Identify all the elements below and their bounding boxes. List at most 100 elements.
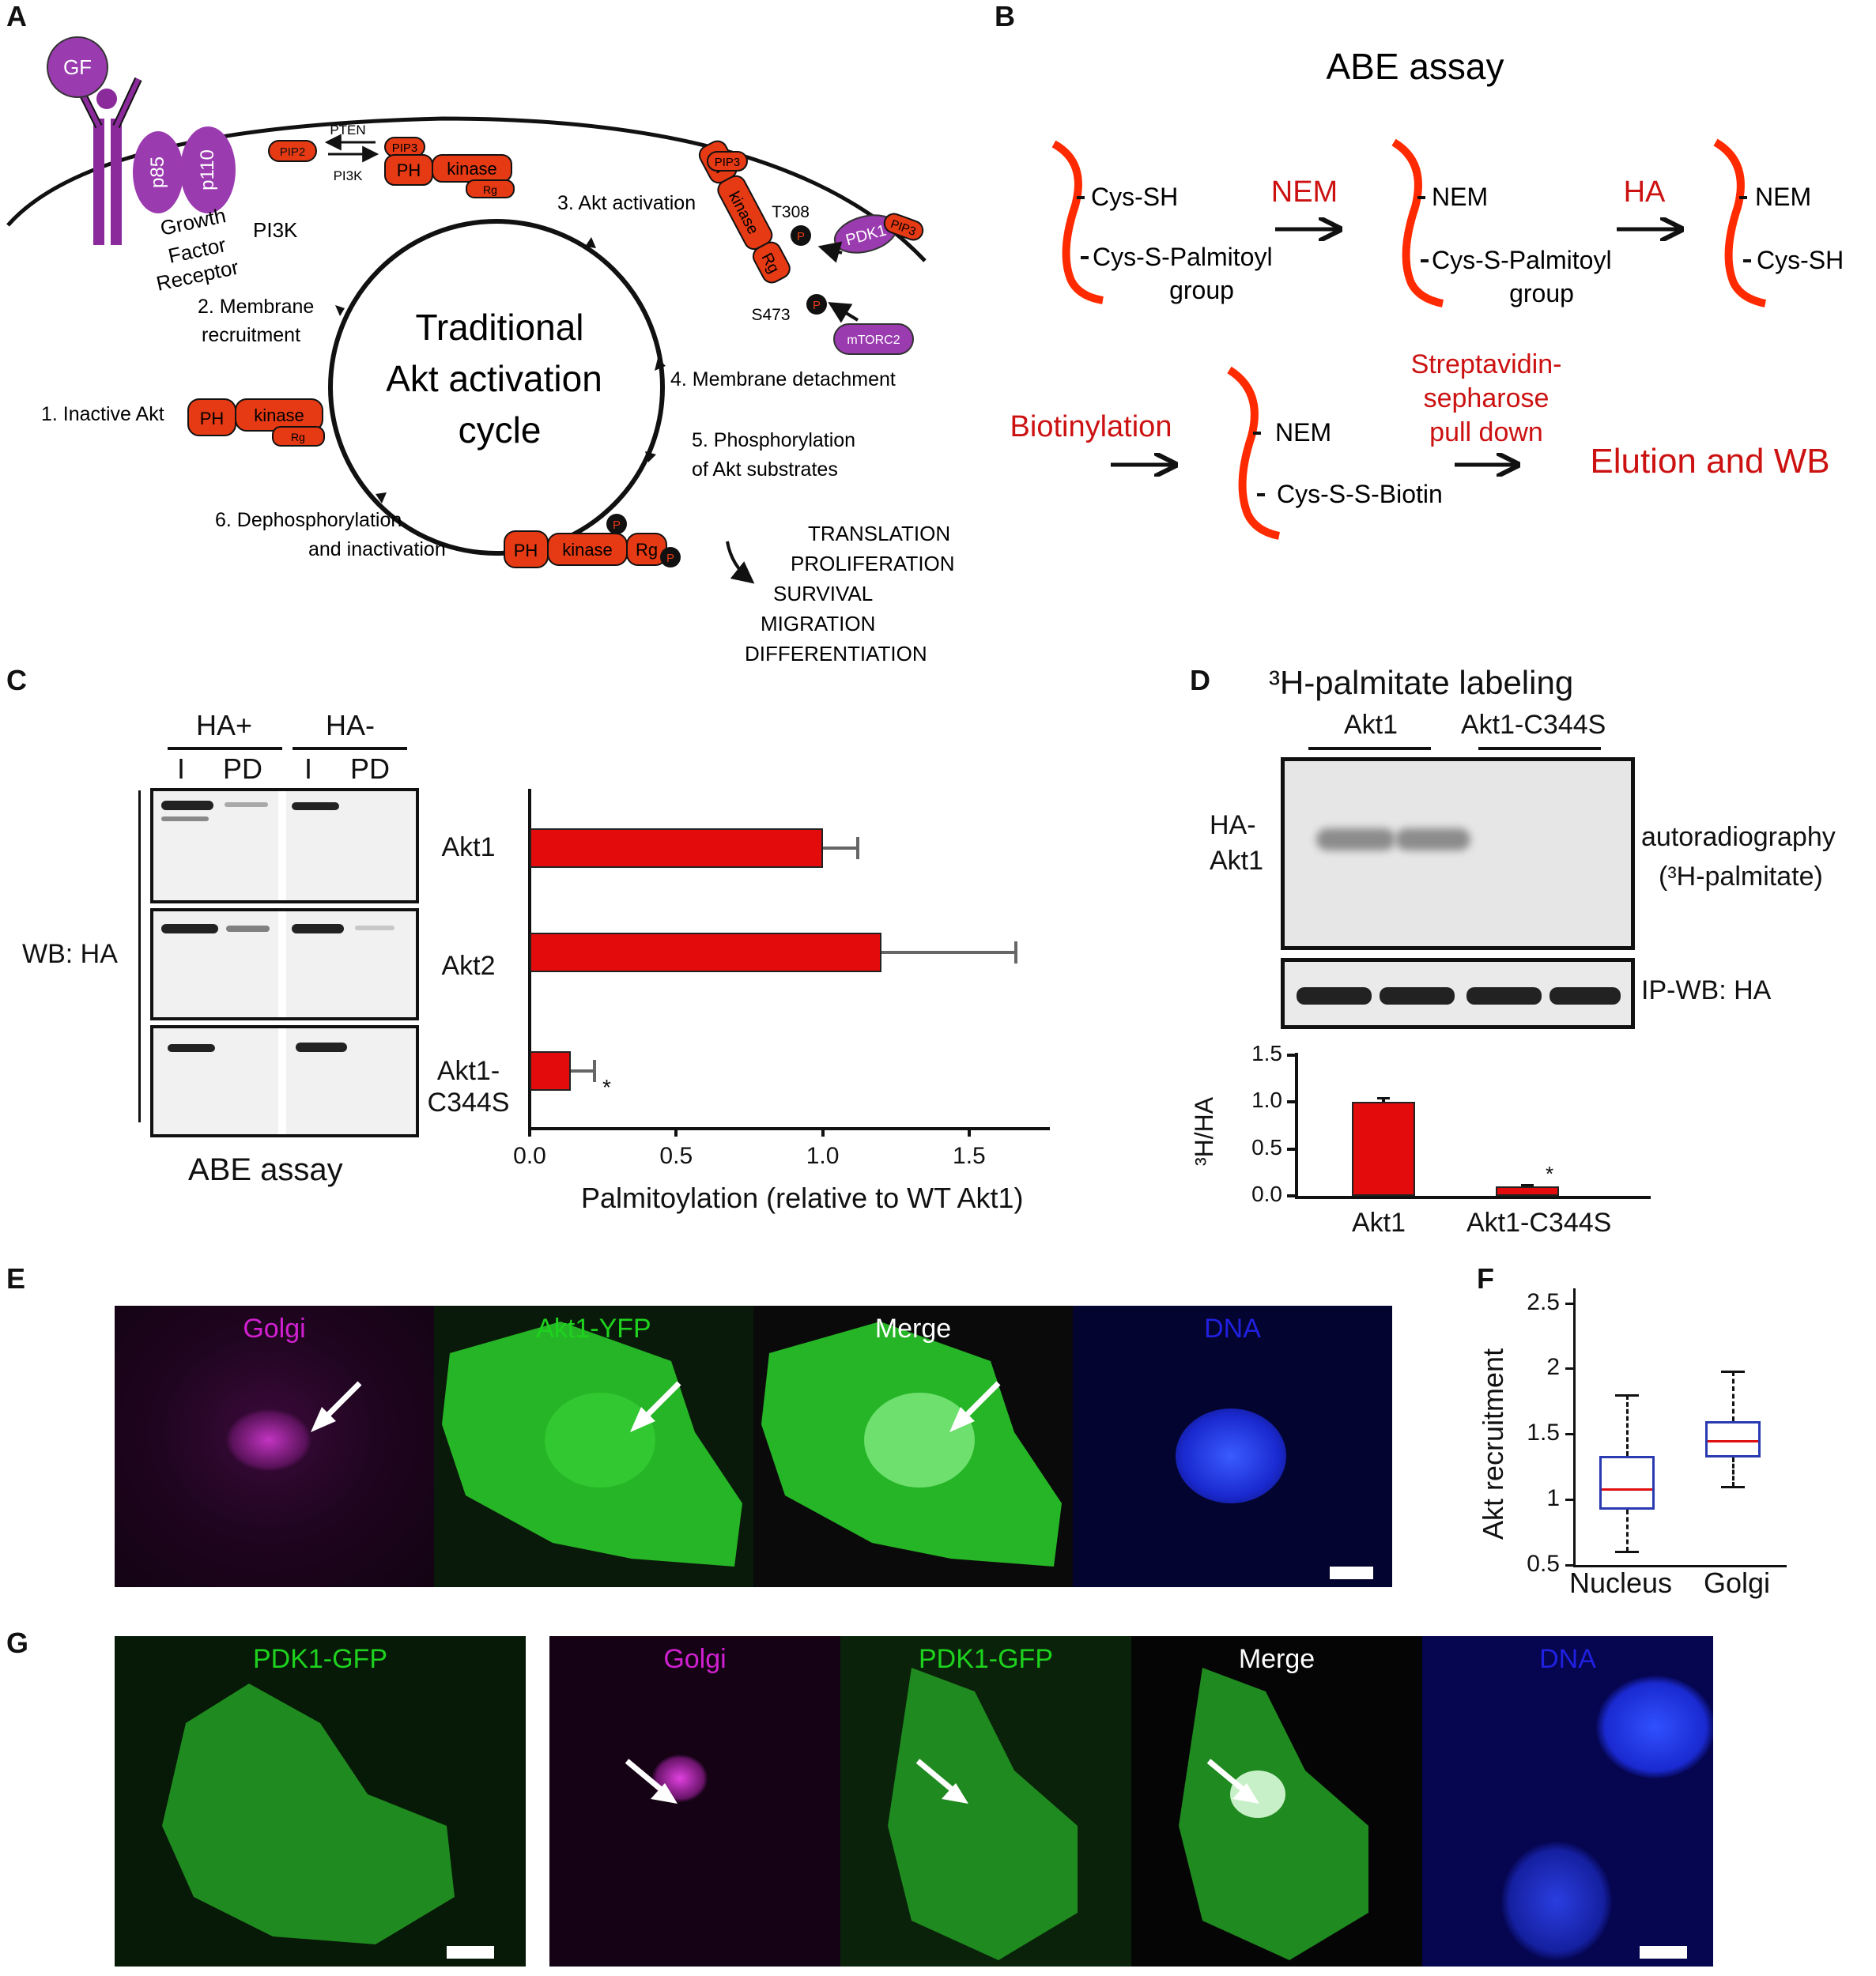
row-label-akt1-c344s: Akt1- C344S [427, 1056, 510, 1118]
chart-f-cat-nucleus: Nucleus [1569, 1567, 1673, 1599]
tick-label: 1.0 [806, 1143, 840, 1169]
chart-d-ylabel: ³H/HA [1190, 1096, 1218, 1166]
group-akt1-c344s: Akt1-C344S [1461, 710, 1606, 740]
step1-group: group [1169, 276, 1234, 304]
micro-g-label-4: Merge [1238, 1644, 1315, 1674]
growth-factor-receptor-icon [71, 77, 142, 245]
pulldown-label-1: Streptavidin- [1411, 349, 1562, 379]
tick-label: 0.5 [659, 1143, 693, 1169]
whisker-cap [1721, 1370, 1745, 1373]
outcome-arrow-icon [726, 541, 755, 584]
chart-c-axis-x [528, 1127, 1050, 1130]
step-6-label-2: and inactivation [308, 538, 446, 560]
micro-g-pdk1-gfp-single: PDK1-GFP [115, 1636, 526, 1967]
abe-assay-diagram: ABE assay Cys-SH Cys-S-Palmitoyl group N… [1010, 46, 1844, 540]
lane-i-2: I [304, 752, 313, 785]
chart-d-cat-akt1: Akt1 [1352, 1208, 1406, 1238]
tick-mark [1287, 1100, 1297, 1104]
micro-e-label-3: Merge [874, 1314, 952, 1344]
micro-e-golgi: Golgi [115, 1306, 434, 1587]
error-bar [822, 847, 859, 850]
ipwb-blot [1281, 958, 1635, 1029]
step1-cys-palmitoyl: Cys-S-Palmitoyl [1093, 243, 1273, 271]
whisker-cap [1721, 1485, 1745, 1488]
error-bar-cap [856, 837, 860, 859]
cycle-arrow-icon [645, 451, 656, 462]
error-bar-cap [1377, 1097, 1390, 1100]
pulldown-label-2: sepharose [1424, 383, 1549, 413]
protein-chain-icon [1391, 138, 1444, 307]
step-2-label-1: 2. Membrane [198, 296, 314, 318]
outcome-5: DIFFERENTIATION [745, 642, 927, 664]
panel-label-a: A [6, 0, 27, 32]
pip3-label-1: PIP3 [392, 141, 418, 155]
cycle-title-3: cycle [459, 409, 542, 451]
autorad-label-1: autoradiography [1641, 822, 1836, 852]
akt-cycle-diagram: GF p85 p110 PI3K Growth Factor Receptor … [6, 36, 955, 664]
box [1599, 1456, 1655, 1510]
protein-chain-icon [1051, 140, 1104, 304]
error-bar-cap [592, 1060, 596, 1082]
chart-d-cat-c344s: Akt1-C344S [1466, 1208, 1612, 1238]
error-bar-cap [1014, 941, 1018, 963]
chart-d-star: * [1546, 1162, 1554, 1186]
step-1-label: 1. Inactive Akt [41, 403, 164, 425]
arrow-icon [311, 1381, 362, 1432]
whisker [1626, 1394, 1629, 1457]
tick-mark [1565, 1499, 1573, 1502]
chart-f-axis-y [1573, 1288, 1576, 1567]
micro-g-dna: DNA [1422, 1636, 1713, 1967]
tick-label: 0.0 [513, 1143, 546, 1169]
pten-label: PTEN [330, 123, 365, 138]
blot-akt1-c344s [150, 1025, 419, 1137]
panel-label-f: F [1477, 1262, 1494, 1295]
ha-reagent-label: HA [1624, 175, 1666, 209]
cycle-arrow-icon [335, 305, 345, 316]
micro-g-label-1: PDK1-GFP [252, 1644, 388, 1674]
cycle-arrow-icon [376, 492, 387, 503]
tick-label: 0.5 [1251, 1134, 1282, 1160]
gf-icon [47, 36, 108, 98]
panel-label-b: B [995, 0, 1015, 32]
elution-label: Elution and WB [1590, 442, 1829, 481]
kinase-label-1: kinase [447, 159, 497, 179]
group-akt1: Akt1 [1344, 710, 1399, 740]
whisker [1732, 1457, 1734, 1487]
row-label-akt1: Akt1 [441, 832, 496, 862]
tick-label: 1.0 [1251, 1088, 1282, 1113]
micro-g-golgi: Golgi [549, 1636, 840, 1967]
scale-bar [1330, 1567, 1373, 1579]
step2-nem: NEM [1432, 183, 1488, 211]
error-bar [881, 951, 1017, 954]
t308-label: T308 [772, 203, 810, 221]
mtorc2-arrow-icon [828, 302, 859, 323]
bar [530, 1051, 571, 1091]
pip2-icon [268, 140, 317, 162]
tick-mark [1565, 1302, 1573, 1305]
whisker-cap [1615, 1551, 1639, 1554]
chart-f-ylabel: Akt recruitment [1477, 1348, 1509, 1540]
plasma-membrane [6, 116, 927, 262]
tick-mark [821, 1127, 825, 1137]
step-2-label-2: recruitment [202, 324, 300, 346]
rg-label-4: Rg [636, 540, 658, 560]
bar [1496, 1186, 1559, 1196]
abe-title: ABE assay [1327, 46, 1504, 87]
rg-label-1: Rg [483, 183, 497, 196]
outcome-4: MIGRATION [761, 612, 875, 635]
ph-label-4: PH [514, 541, 538, 560]
ha-minus-header: HA- [326, 709, 375, 741]
tick-mark [1287, 1054, 1297, 1057]
tick-mark [967, 1127, 971, 1137]
panel-label-c: C [6, 664, 27, 696]
abe-footer: ABE assay [188, 1152, 343, 1187]
micro-e-dna: DNA [1073, 1306, 1392, 1587]
arrow-icon [1206, 1759, 1259, 1804]
p110-label: p110 [197, 149, 218, 190]
arrow-icon [949, 1381, 1001, 1432]
ph-label-1: PH [397, 160, 421, 180]
p-label-1: P [797, 230, 805, 243]
panel-label-d: D [1190, 664, 1210, 696]
phospho-s473-icon [806, 294, 827, 315]
tick-mark [1565, 1564, 1573, 1567]
